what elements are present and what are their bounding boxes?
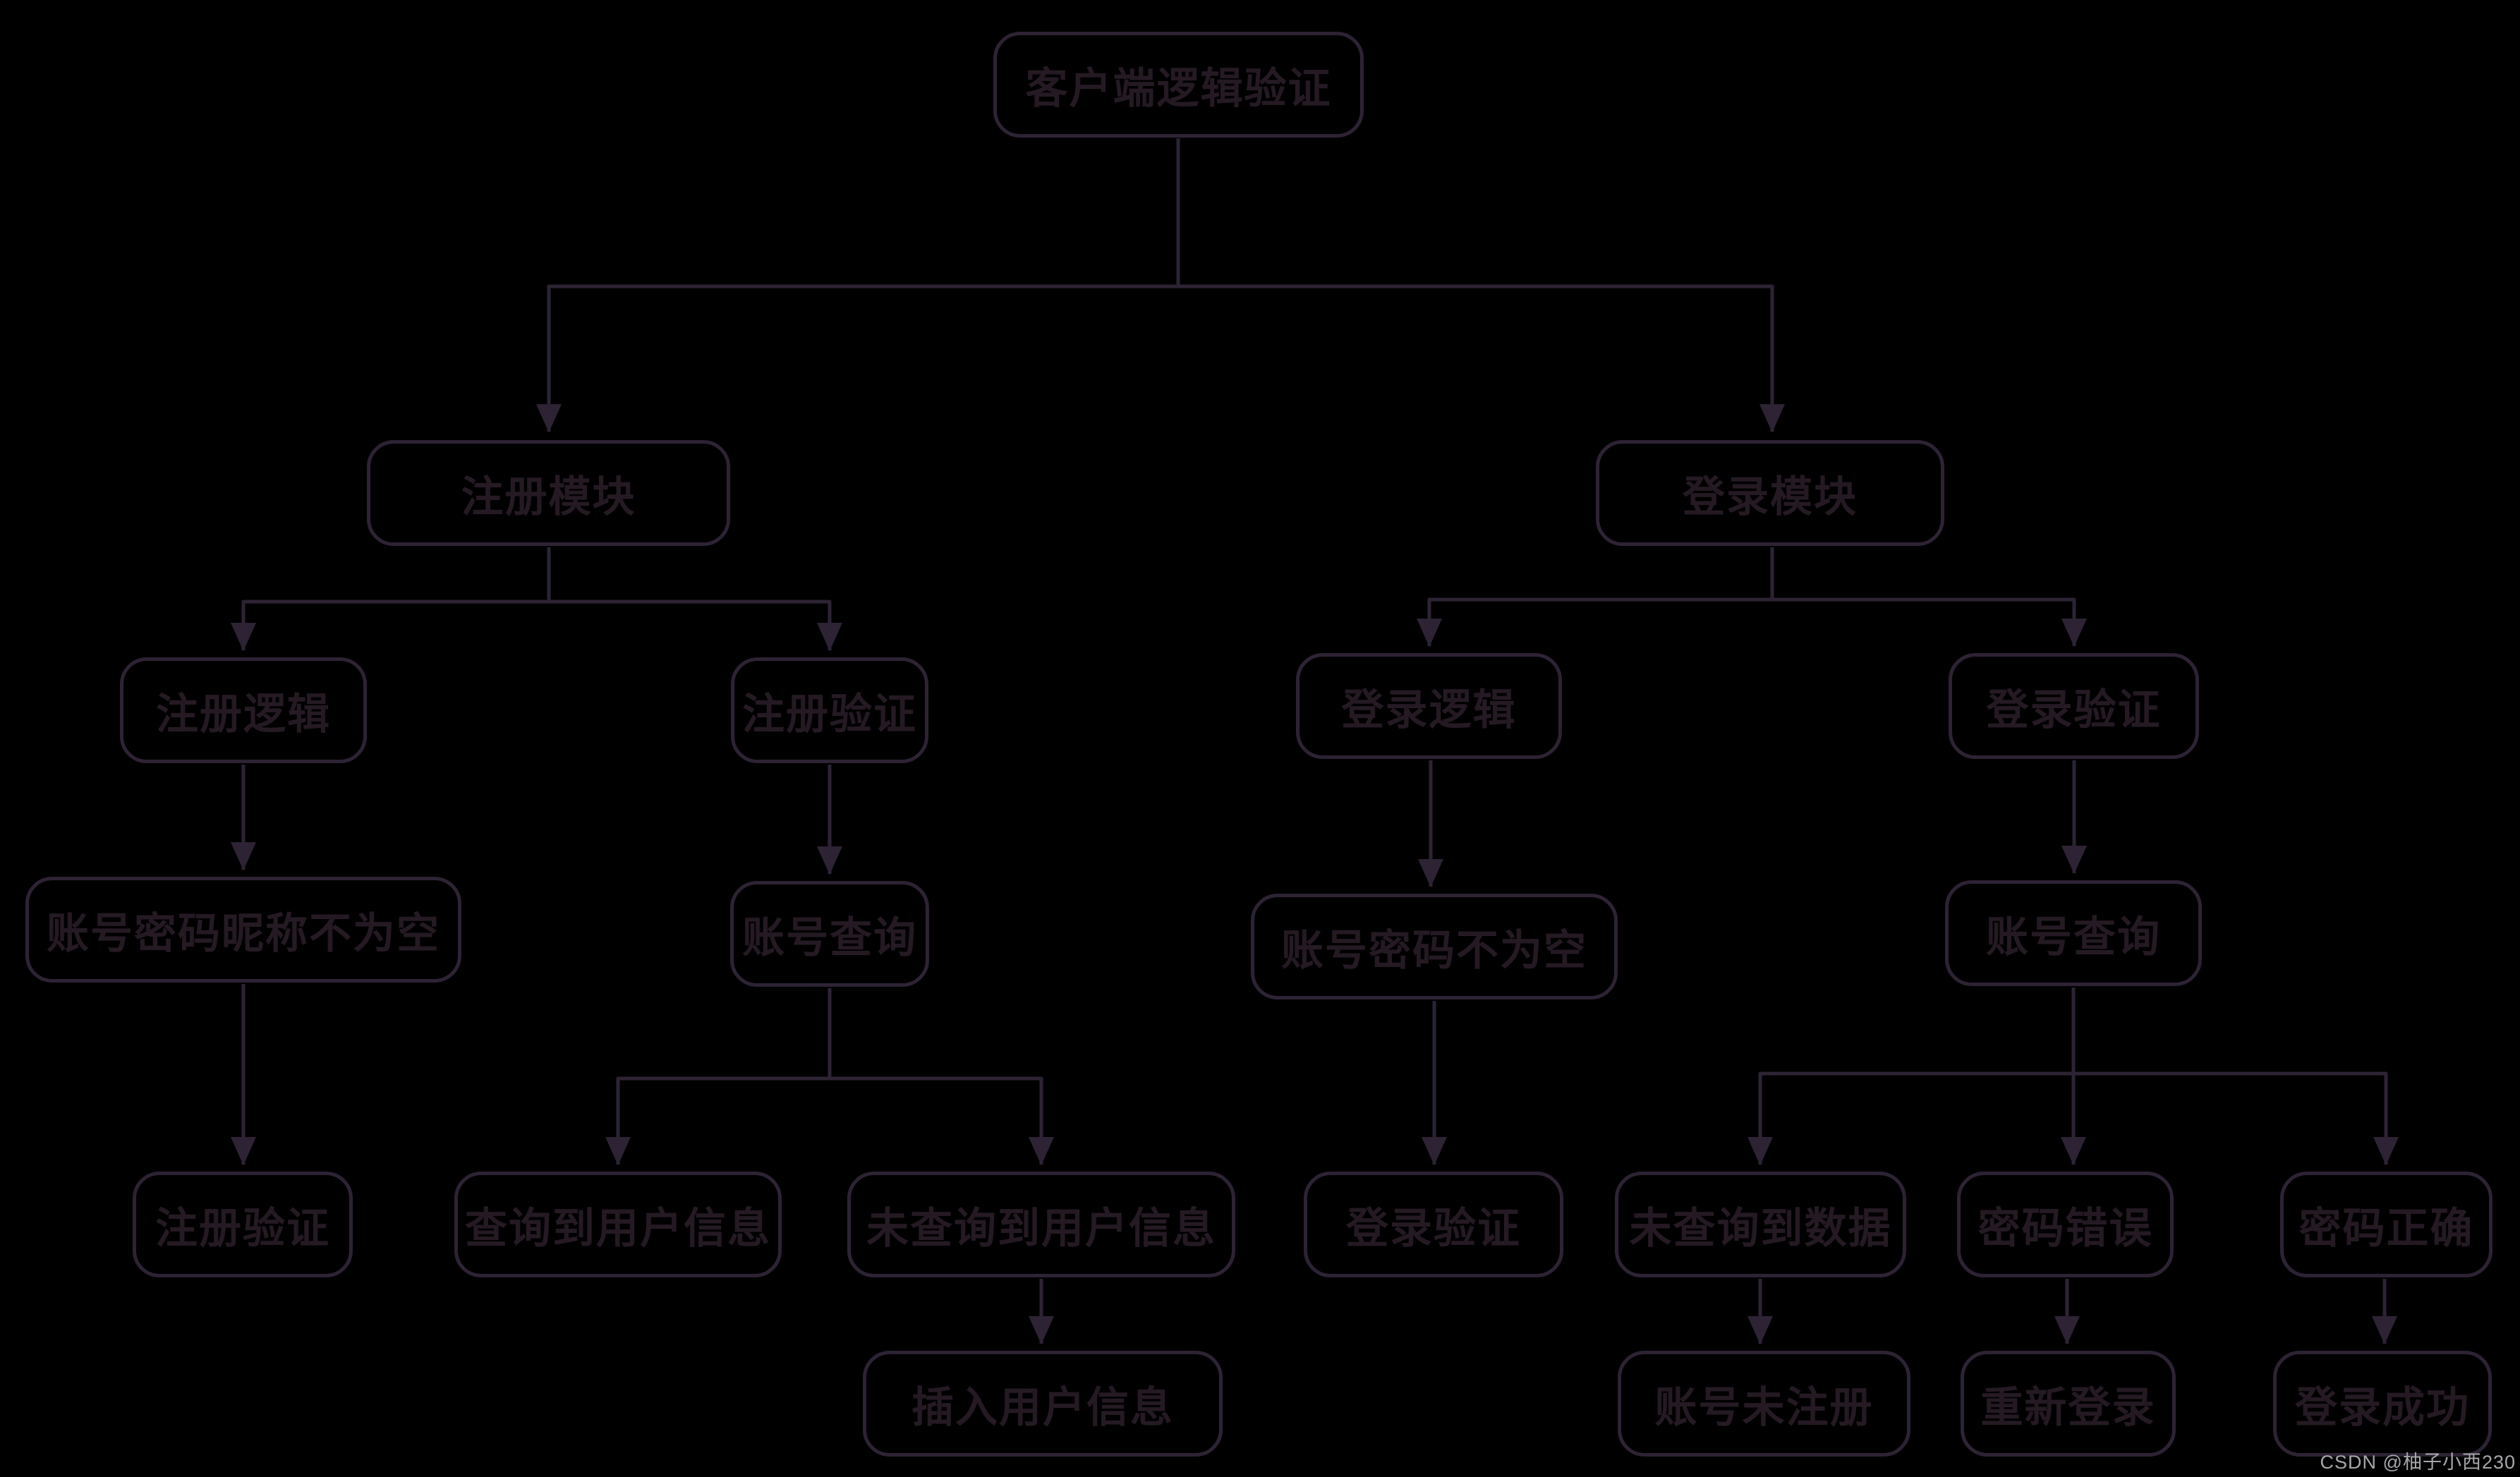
node-account-query-register: 账号查询 bbox=[730, 881, 929, 987]
node-account-query-login: 账号查询 bbox=[1945, 880, 2202, 986]
edge-root-to-login-module bbox=[1176, 138, 1785, 432]
edge-account-query-to-user-info-not-found bbox=[828, 988, 1054, 1165]
csdn-watermark: CSDN @柚子小西230 bbox=[2320, 1452, 2516, 1473]
node-login-logic: 登录逻辑 bbox=[1296, 653, 1562, 759]
node-user-info-found: 查询到用户信息 bbox=[454, 1172, 782, 1277]
edge-account-query-to-data-not-found bbox=[1747, 987, 2076, 1165]
node-password-wrong: 密码错误 bbox=[1957, 1172, 2174, 1277]
node-login-verify: 登录验证 bbox=[1949, 653, 2199, 759]
edge-account-query-to-user-info-found bbox=[605, 988, 832, 1165]
edge-login-module-to-login-verify bbox=[1770, 547, 2087, 647]
node-data-not-found: 未查询到数据 bbox=[1615, 1172, 1906, 1277]
node-insert-user-info: 插入用户信息 bbox=[863, 1351, 1223, 1457]
node-login-fields-not-empty: 账号密码不为空 bbox=[1251, 894, 1618, 999]
node-account-not-registered: 账号未注册 bbox=[1618, 1351, 1910, 1457]
node-register-verify: 注册验证 bbox=[731, 657, 928, 763]
edge-register-module-to-register-logic bbox=[231, 547, 551, 651]
node-relogin: 重新登录 bbox=[1961, 1351, 2176, 1457]
node-register-fields-not-empty: 账号密码昵称不为空 bbox=[25, 877, 461, 983]
node-login-module: 登录模块 bbox=[1596, 440, 1944, 546]
edge-account-query-to-password-correct bbox=[2071, 987, 2399, 1165]
edge-login-module-to-login-logic bbox=[1417, 547, 1774, 647]
node-register-module: 注册模块 bbox=[367, 440, 730, 546]
edge-register-module-to-register-verify bbox=[547, 547, 842, 651]
edge-root-to-register-module bbox=[536, 138, 1180, 432]
node-login-verify-result: 登录验证 bbox=[1304, 1172, 1563, 1277]
node-login-success: 登录成功 bbox=[2273, 1351, 2492, 1457]
node-register-verify-result: 注册验证 bbox=[133, 1172, 353, 1277]
node-user-info-not-found: 未查询到用户信息 bbox=[847, 1172, 1235, 1277]
node-register-logic: 注册逻辑 bbox=[120, 657, 367, 763]
node-password-correct: 密码正确 bbox=[2280, 1172, 2492, 1277]
node-client-logic-verification: 客户端逻辑验证 bbox=[993, 32, 1364, 138]
